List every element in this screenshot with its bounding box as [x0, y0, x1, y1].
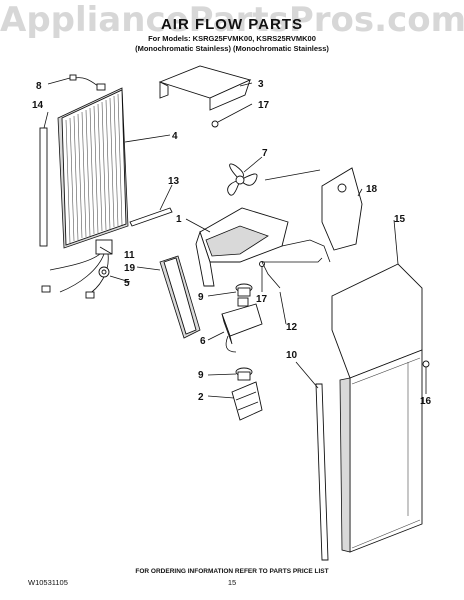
callout-19: 19: [124, 263, 136, 274]
part-9-mount-bottom: [235, 367, 253, 381]
part-18-duct-panel: [264, 167, 363, 251]
page-number: 15: [227, 578, 237, 587]
callout-5: 5: [124, 278, 130, 289]
callout-10: 10: [286, 350, 298, 361]
callout-labels: 8 3 14 17 4 7 13 18 1 15 11 19 5 9 17 12…: [32, 79, 432, 407]
callout-17: 17: [258, 100, 270, 111]
leader-lines: [43, 77, 427, 399]
part-13-rod: [129, 207, 173, 227]
part-11-wire-harness: [41, 239, 113, 299]
callout-14: 14: [32, 100, 44, 111]
part-10-strip: [315, 383, 329, 561]
part-19-foam: [159, 255, 201, 339]
callout-16: 16: [420, 396, 432, 407]
watermark: AppliancePartsPros.com: [0, 0, 464, 40]
part-3-bracket: [158, 65, 252, 111]
part-15-back-panel: [331, 263, 423, 553]
callout-13: 13: [168, 176, 180, 187]
callout-8: 8: [36, 81, 42, 92]
part-5-grommet: [98, 266, 110, 278]
models-line: For Models: KSRG25FVMK00, KSRS25RVMK00: [148, 34, 316, 43]
callout-2: 2: [198, 392, 204, 403]
document-number: W10531105: [28, 578, 68, 587]
callout-9b: 9: [198, 370, 204, 381]
part-8-connector: [69, 74, 106, 91]
part-16-screw: [422, 360, 430, 380]
part-2-bracket: [231, 381, 263, 421]
callout-17b: 17: [256, 294, 268, 305]
part-9-mount-top: [235, 283, 253, 297]
part-4-panel: [57, 87, 129, 249]
part-6-motor: [221, 297, 263, 353]
callout-7: 7: [262, 148, 268, 159]
callout-15: 15: [394, 214, 406, 225]
finish-line: (Monochromatic Stainless) (Monochromatic…: [135, 44, 329, 53]
callout-9: 9: [198, 292, 204, 303]
part-17-screw: [211, 120, 219, 128]
part-7-fan-blade: [227, 163, 258, 196]
callout-3: 3: [258, 79, 264, 90]
part-14-strip: [39, 127, 48, 247]
part-12-rod: [261, 257, 323, 289]
page-title: AIR FLOW PARTS: [160, 16, 304, 33]
part-1-fan-housing: [195, 207, 331, 287]
callout-1: 1: [176, 214, 182, 225]
callout-6: 6: [200, 336, 206, 347]
callout-12: 12: [286, 322, 298, 333]
callout-4: 4: [172, 131, 178, 142]
ordering-note: FOR ORDERING INFORMATION REFER TO PARTS …: [135, 568, 329, 575]
callout-18: 18: [366, 184, 378, 195]
callout-11: 11: [124, 250, 135, 261]
